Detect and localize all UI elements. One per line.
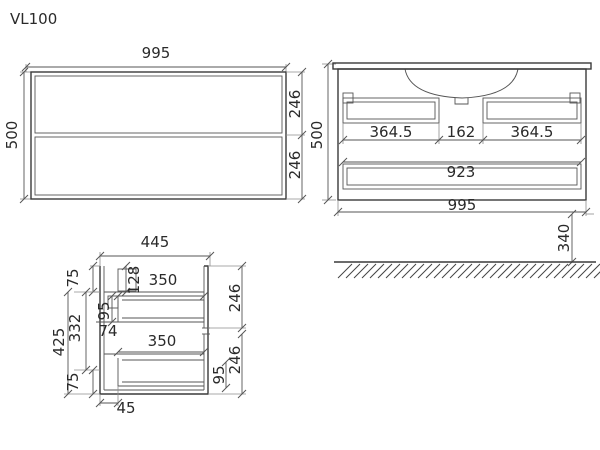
back-sink-basin <box>404 68 519 99</box>
floor-hatch-stroke <box>505 263 521 279</box>
front-width-label: 995 <box>142 44 171 62</box>
floor-hatch-stroke <box>497 263 513 279</box>
floor-hatch-stroke <box>337 263 353 279</box>
side-base-45-label: 45 <box>116 399 135 417</box>
back-width-label: 995 <box>448 196 477 214</box>
back-right-opening-label: 364.5 <box>511 123 554 141</box>
floor-hatch-stroke <box>521 263 537 279</box>
floor-hatch-stroke <box>345 263 361 279</box>
floor-hatch-stroke <box>441 263 457 279</box>
floor-hatch-stroke <box>537 263 553 279</box>
front-height-label: 500 <box>3 121 21 150</box>
floor-hatch-stroke <box>457 263 473 279</box>
side-upper-drawer-height-label: 246 <box>226 284 244 313</box>
floor-hatch-stroke <box>465 263 481 279</box>
back-lower-opening <box>342 163 582 190</box>
floor-hatch-stroke <box>545 263 561 279</box>
back-drain <box>454 98 469 105</box>
front-top-drawer-height-label: 246 <box>286 90 304 119</box>
side-95-top-label: 95 <box>95 301 113 320</box>
front-bottom-drawer <box>34 136 283 196</box>
floor-hatch-stroke <box>417 263 433 279</box>
floor-hatch-stroke <box>401 263 417 279</box>
floor-hatch-stroke <box>489 263 505 279</box>
floor-hatch-stroke <box>449 263 465 279</box>
front-view: 995 500 246 246 <box>3 44 307 204</box>
side-upper-drawer <box>117 300 205 323</box>
side-425-label: 425 <box>50 328 68 357</box>
floor-hatch-stroke <box>481 263 497 279</box>
back-center-label: 162 <box>447 123 476 141</box>
side-upper-drawer-depth-label: 350 <box>149 271 178 289</box>
back-lower-opening-label: 923 <box>447 163 476 181</box>
front-bottom-drawer-height-label: 246 <box>286 151 304 180</box>
side-95-bottom-label: 95 <box>210 365 228 384</box>
side-top-gap-label: 75 <box>64 268 82 287</box>
floor-hatch-stroke <box>369 263 385 279</box>
back-floor-clearance-label: 340 <box>555 224 573 253</box>
side-lower-drawer-depth-label: 350 <box>148 332 177 350</box>
floor-hatch-stroke <box>553 263 569 279</box>
floor-hatching <box>337 263 600 279</box>
floor-hatch-stroke <box>409 263 425 279</box>
drawing-title: VL100 <box>10 10 57 28</box>
side-74-label: 74 <box>98 322 117 340</box>
back-countertop <box>332 62 592 70</box>
floor-hatch-stroke <box>433 263 449 279</box>
floor-hatch-stroke <box>513 263 529 279</box>
back-cabinet-outline <box>337 68 587 201</box>
floor-hatch-stroke <box>561 263 577 279</box>
side-depth-label: 445 <box>141 233 170 251</box>
floor-hatch-stroke <box>353 263 369 279</box>
floor-hatch-stroke <box>425 263 441 279</box>
back-upper-right-opening <box>482 97 582 124</box>
floor-hatch-stroke <box>569 263 585 279</box>
floor-hatch-stroke <box>377 263 393 279</box>
floor-hatch-stroke <box>361 263 377 279</box>
back-view: 500 364.5 162 364.5 <box>308 59 600 279</box>
side-128-label: 128 <box>125 266 143 295</box>
floor-hatch-stroke <box>529 263 545 279</box>
floor-hatch-stroke <box>577 263 593 279</box>
floor-hatch-stroke <box>473 263 489 279</box>
front-cabinet-outline <box>30 71 287 200</box>
back-height-label: 500 <box>308 121 326 150</box>
floor-hatch-stroke <box>593 271 600 279</box>
floor-hatch-stroke <box>585 263 600 279</box>
side-view: 445 75 128 <box>50 233 247 417</box>
side-lower-drawer-height-label: 246 <box>226 346 244 375</box>
back-left-opening-label: 364.5 <box>370 123 413 141</box>
side-332-label: 332 <box>66 314 84 343</box>
floor-hatch-stroke <box>393 263 409 279</box>
side-bottom-gap-label: 75 <box>64 372 82 391</box>
front-top-drawer <box>34 75 283 134</box>
back-upper-left-opening <box>342 97 440 124</box>
floor-hatch-stroke <box>385 263 401 279</box>
